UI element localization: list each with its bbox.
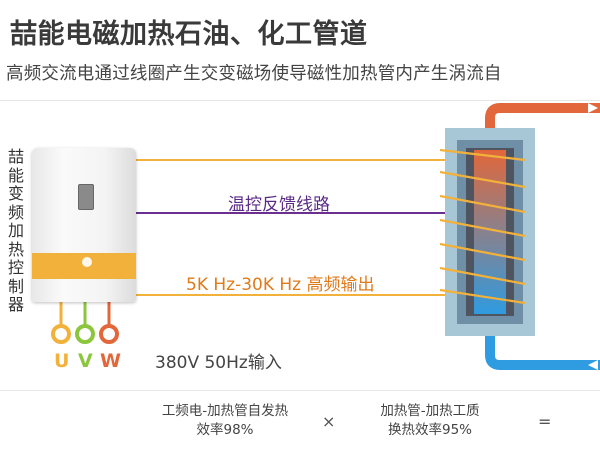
controller-label-char: 能 <box>7 165 24 185</box>
controller-label-char: 控 <box>7 258 24 277</box>
footer-divider <box>0 390 600 391</box>
footer-mid-line2: 换热效率95% <box>387 422 472 438</box>
hf-output-label: 5K Hz-30K Hz 高频输出 <box>186 275 375 295</box>
footer-left-line2: 效率98% <box>196 422 254 438</box>
footer-mid-line1: 加热管-加热工质 <box>380 403 480 419</box>
controller-label-char: 热 <box>7 239 24 259</box>
terminal-ring-v <box>75 324 95 344</box>
footer-left-line1: 工频电-加热管自发热 <box>161 403 289 419</box>
hot-pipe <box>485 103 600 150</box>
terminal-ring-w <box>99 324 119 344</box>
terminal-ring-u <box>51 324 71 344</box>
power-input-label: 380V 50Hz输入 <box>155 353 282 373</box>
footer-efficiency-mid: 加热管-加热工质 换热效率95% <box>365 402 495 440</box>
cold-pipe-arrow <box>588 360 598 370</box>
controller-unit <box>32 148 136 302</box>
controller-label-char: 变 <box>7 184 24 203</box>
cold-pipe <box>485 312 600 370</box>
page-title: 喆能电磁加热石油、化工管道 <box>10 19 368 50</box>
footer-efficiency-left: 工频电-加热管自发热 效率98% <box>150 402 300 440</box>
brand-logo-icon <box>82 257 92 267</box>
controller-label-char: 喆 <box>7 147 24 166</box>
footer-multiply-op: × <box>322 412 336 431</box>
header-divider <box>0 100 600 101</box>
terminal-letter-u: U <box>54 350 70 372</box>
controller-label-char: 加 <box>7 221 24 240</box>
terminal-letter-v: V <box>78 350 93 372</box>
controller-label-char: 器 <box>7 295 24 314</box>
controller-label-char: 制 <box>7 276 24 296</box>
controller-label-char: 频 <box>7 202 24 222</box>
footer-equals-op: = <box>538 412 552 431</box>
hot-pipe-arrow <box>588 103 598 113</box>
feedback-line-label: 温控反馈线路 <box>228 195 330 215</box>
page-subtitle: 高频交流电通过线圈产生交变磁场使导磁性加热管内产生涡流自 <box>6 64 502 84</box>
induction-coil <box>439 148 526 305</box>
control-panel <box>78 184 94 210</box>
terminal-letter-w: W <box>100 350 121 372</box>
controller-vertical-label: 喆能变频加热控制器 <box>5 147 27 315</box>
